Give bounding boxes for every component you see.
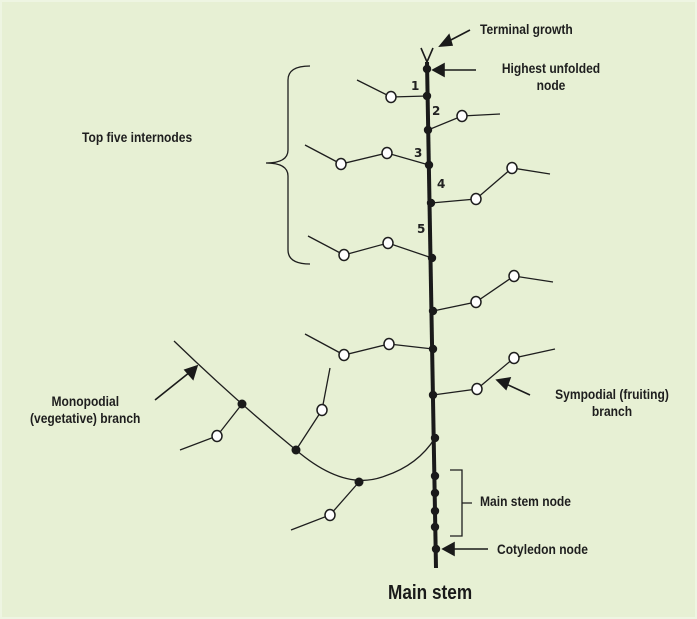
node-dot xyxy=(423,125,433,135)
monopodial-arrow-line xyxy=(154,371,191,401)
node-dot xyxy=(422,64,432,74)
internode-number-4: 4 xyxy=(437,177,446,191)
main-stem-title: Main stem xyxy=(388,582,473,604)
node-dot xyxy=(430,471,440,481)
internode-number-5: 5 xyxy=(417,222,426,236)
node-dot xyxy=(428,306,438,316)
highest-unfolded-node-line2: node xyxy=(536,77,566,93)
node-dot xyxy=(430,488,440,498)
main-stem-node-brace xyxy=(450,469,472,537)
monopodial-sub-branch-1 xyxy=(179,403,243,451)
fruit-node xyxy=(381,146,393,160)
internode-number-1: 1 xyxy=(411,79,420,93)
sympodial-branch-8 xyxy=(432,348,556,396)
node-dot xyxy=(427,253,437,263)
internode-number-2: 2 xyxy=(432,104,441,118)
sympodial-arrow-head xyxy=(495,377,512,391)
sympodial-arrow-line xyxy=(505,383,531,396)
node-dot xyxy=(426,198,436,208)
node-dot xyxy=(430,522,440,532)
terminal-arrow-head xyxy=(438,33,454,47)
node-dot xyxy=(422,91,432,101)
top-five-internodes-label: Top five internodes xyxy=(82,129,193,145)
monopodial-sub-branch-3 xyxy=(290,481,360,531)
fruit-node xyxy=(211,429,223,443)
monopodial-line1: Monopodial xyxy=(51,393,120,409)
fruit-node xyxy=(324,508,336,522)
monopodial-line2: (vegetative) branch xyxy=(30,410,141,426)
sympodial-branch-label: Sympodial (fruiting) branch xyxy=(543,386,681,420)
cotyledon-node-label: Cotyledon node xyxy=(497,541,588,557)
node-dot xyxy=(291,445,301,455)
sympodial-branch-7 xyxy=(304,333,434,356)
fruit-node xyxy=(506,161,518,175)
internode-number-3: 3 xyxy=(414,146,423,160)
monopodial-arrow-head xyxy=(183,364,199,381)
fruit-node xyxy=(508,351,520,365)
node-dot xyxy=(428,344,438,354)
node-dot xyxy=(354,477,364,487)
fruit-node xyxy=(316,403,328,417)
fruit-node xyxy=(385,90,397,104)
sympodial-branch-5 xyxy=(307,235,433,259)
node-dot xyxy=(430,433,440,443)
fruit-node xyxy=(382,236,394,250)
highest-unfolded-node-label: Highest unfolded node xyxy=(487,60,616,94)
sympodial-branch-6 xyxy=(432,275,554,312)
fruit-node xyxy=(338,348,350,362)
terminal-growth-label: Terminal growth xyxy=(480,21,573,37)
fruit-node xyxy=(470,295,482,309)
sympodial-line2: branch xyxy=(591,403,633,419)
sympodial-branch-4 xyxy=(430,167,551,204)
top-internodes-brace xyxy=(265,65,311,265)
monopodial-branch-label: Monopodial (vegetative) branch xyxy=(30,393,140,427)
sympodial-branch-3 xyxy=(304,144,430,166)
main-stem-node-label: Main stem node xyxy=(480,493,571,509)
fruit-node xyxy=(456,109,468,123)
fruit-node xyxy=(383,337,395,351)
sympodial-line1: Sympodial (fruiting) xyxy=(555,386,669,402)
terminal-growth-fork xyxy=(420,47,434,65)
monopodial-branch xyxy=(173,340,436,482)
node-dot xyxy=(428,390,438,400)
node-dot xyxy=(431,544,441,554)
fruit-node xyxy=(470,192,482,206)
cotyledon-arrow-head xyxy=(441,541,455,557)
node-dot xyxy=(237,399,247,409)
fruit-node xyxy=(508,269,520,283)
node-dot xyxy=(430,506,440,516)
fruit-node xyxy=(471,382,483,396)
node-dot xyxy=(424,160,434,170)
highest-node-arrow-head xyxy=(431,62,445,78)
highest-unfolded-node-line1: Highest unfolded xyxy=(501,60,601,76)
main-stem-line xyxy=(425,61,438,569)
fruit-node xyxy=(338,248,350,262)
fruit-node xyxy=(335,157,347,171)
